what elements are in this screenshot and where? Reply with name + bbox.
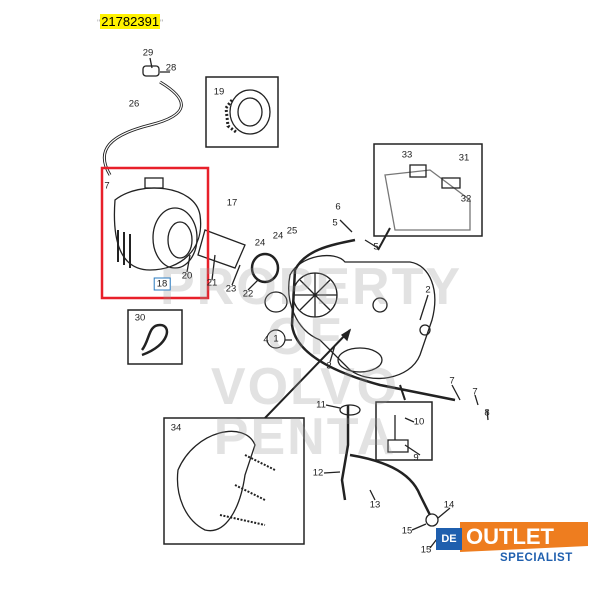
callout-7: 7	[449, 375, 455, 387]
callout-22: 22	[242, 288, 254, 300]
air-filter-18	[113, 187, 202, 271]
callout-5: 5	[373, 241, 379, 253]
hose-26	[102, 80, 183, 176]
callout-34: 34	[170, 422, 182, 434]
fitting-28	[142, 65, 160, 77]
callout-19: 19	[213, 86, 225, 98]
callout-17: 17	[226, 197, 238, 209]
callout-6: 6	[335, 201, 341, 213]
callout-23: 23	[225, 283, 237, 295]
callout-4: 4	[263, 334, 269, 346]
callout-32: 32	[460, 193, 472, 205]
callout-15: 15	[420, 544, 432, 556]
turbocharger	[288, 254, 436, 380]
callout-26: 26	[128, 98, 140, 110]
logo-outlet: OUTLET	[460, 522, 588, 552]
detail-box-30	[127, 309, 183, 365]
callout-7: 7	[472, 386, 478, 398]
part-number: "21782391"	[97, 14, 164, 29]
callout-18[interactable]: 18	[153, 277, 171, 291]
highlight-box	[100, 166, 210, 300]
callout-30: 30	[134, 312, 146, 324]
detail-box-34	[163, 417, 305, 545]
callout-10: 10	[413, 416, 425, 428]
callout-24: 24	[272, 230, 284, 242]
callout-1: 1	[273, 333, 279, 345]
callout-24: 24	[254, 237, 266, 249]
callout-31: 31	[458, 152, 470, 164]
callout-5: 5	[332, 217, 338, 229]
logo-specialist: SPECIALIST	[500, 552, 573, 564]
callout-8: 8	[484, 407, 490, 419]
callout-12: 12	[312, 467, 324, 479]
callout-20: 20	[181, 270, 193, 282]
callout-9: 9	[413, 452, 419, 464]
callout-3: 3	[326, 360, 332, 372]
watermark: PROPERTY OF VOLVO PENTA	[160, 258, 463, 466]
callout-13: 13	[369, 499, 381, 511]
callout-14: 14	[443, 499, 455, 511]
callout-25: 25	[286, 225, 298, 237]
logo-de: DE	[436, 528, 462, 550]
callout-15: 15	[401, 525, 413, 537]
callout-28: 28	[165, 62, 177, 74]
outlet-specialist-logo: OUTLET DE SPECIALIST	[436, 512, 596, 570]
detail-box-19	[205, 76, 279, 148]
callout-29: 29	[142, 47, 154, 59]
callout-21: 21	[206, 277, 218, 289]
callout-2: 2	[425, 284, 431, 296]
callout-7: 7	[104, 180, 110, 192]
detail-box-31-33	[373, 143, 483, 237]
callout-circle-1	[266, 329, 286, 349]
callout-33: 33	[401, 149, 413, 161]
detail-box-9-10	[375, 401, 433, 461]
callout-11: 11	[316, 399, 326, 411]
